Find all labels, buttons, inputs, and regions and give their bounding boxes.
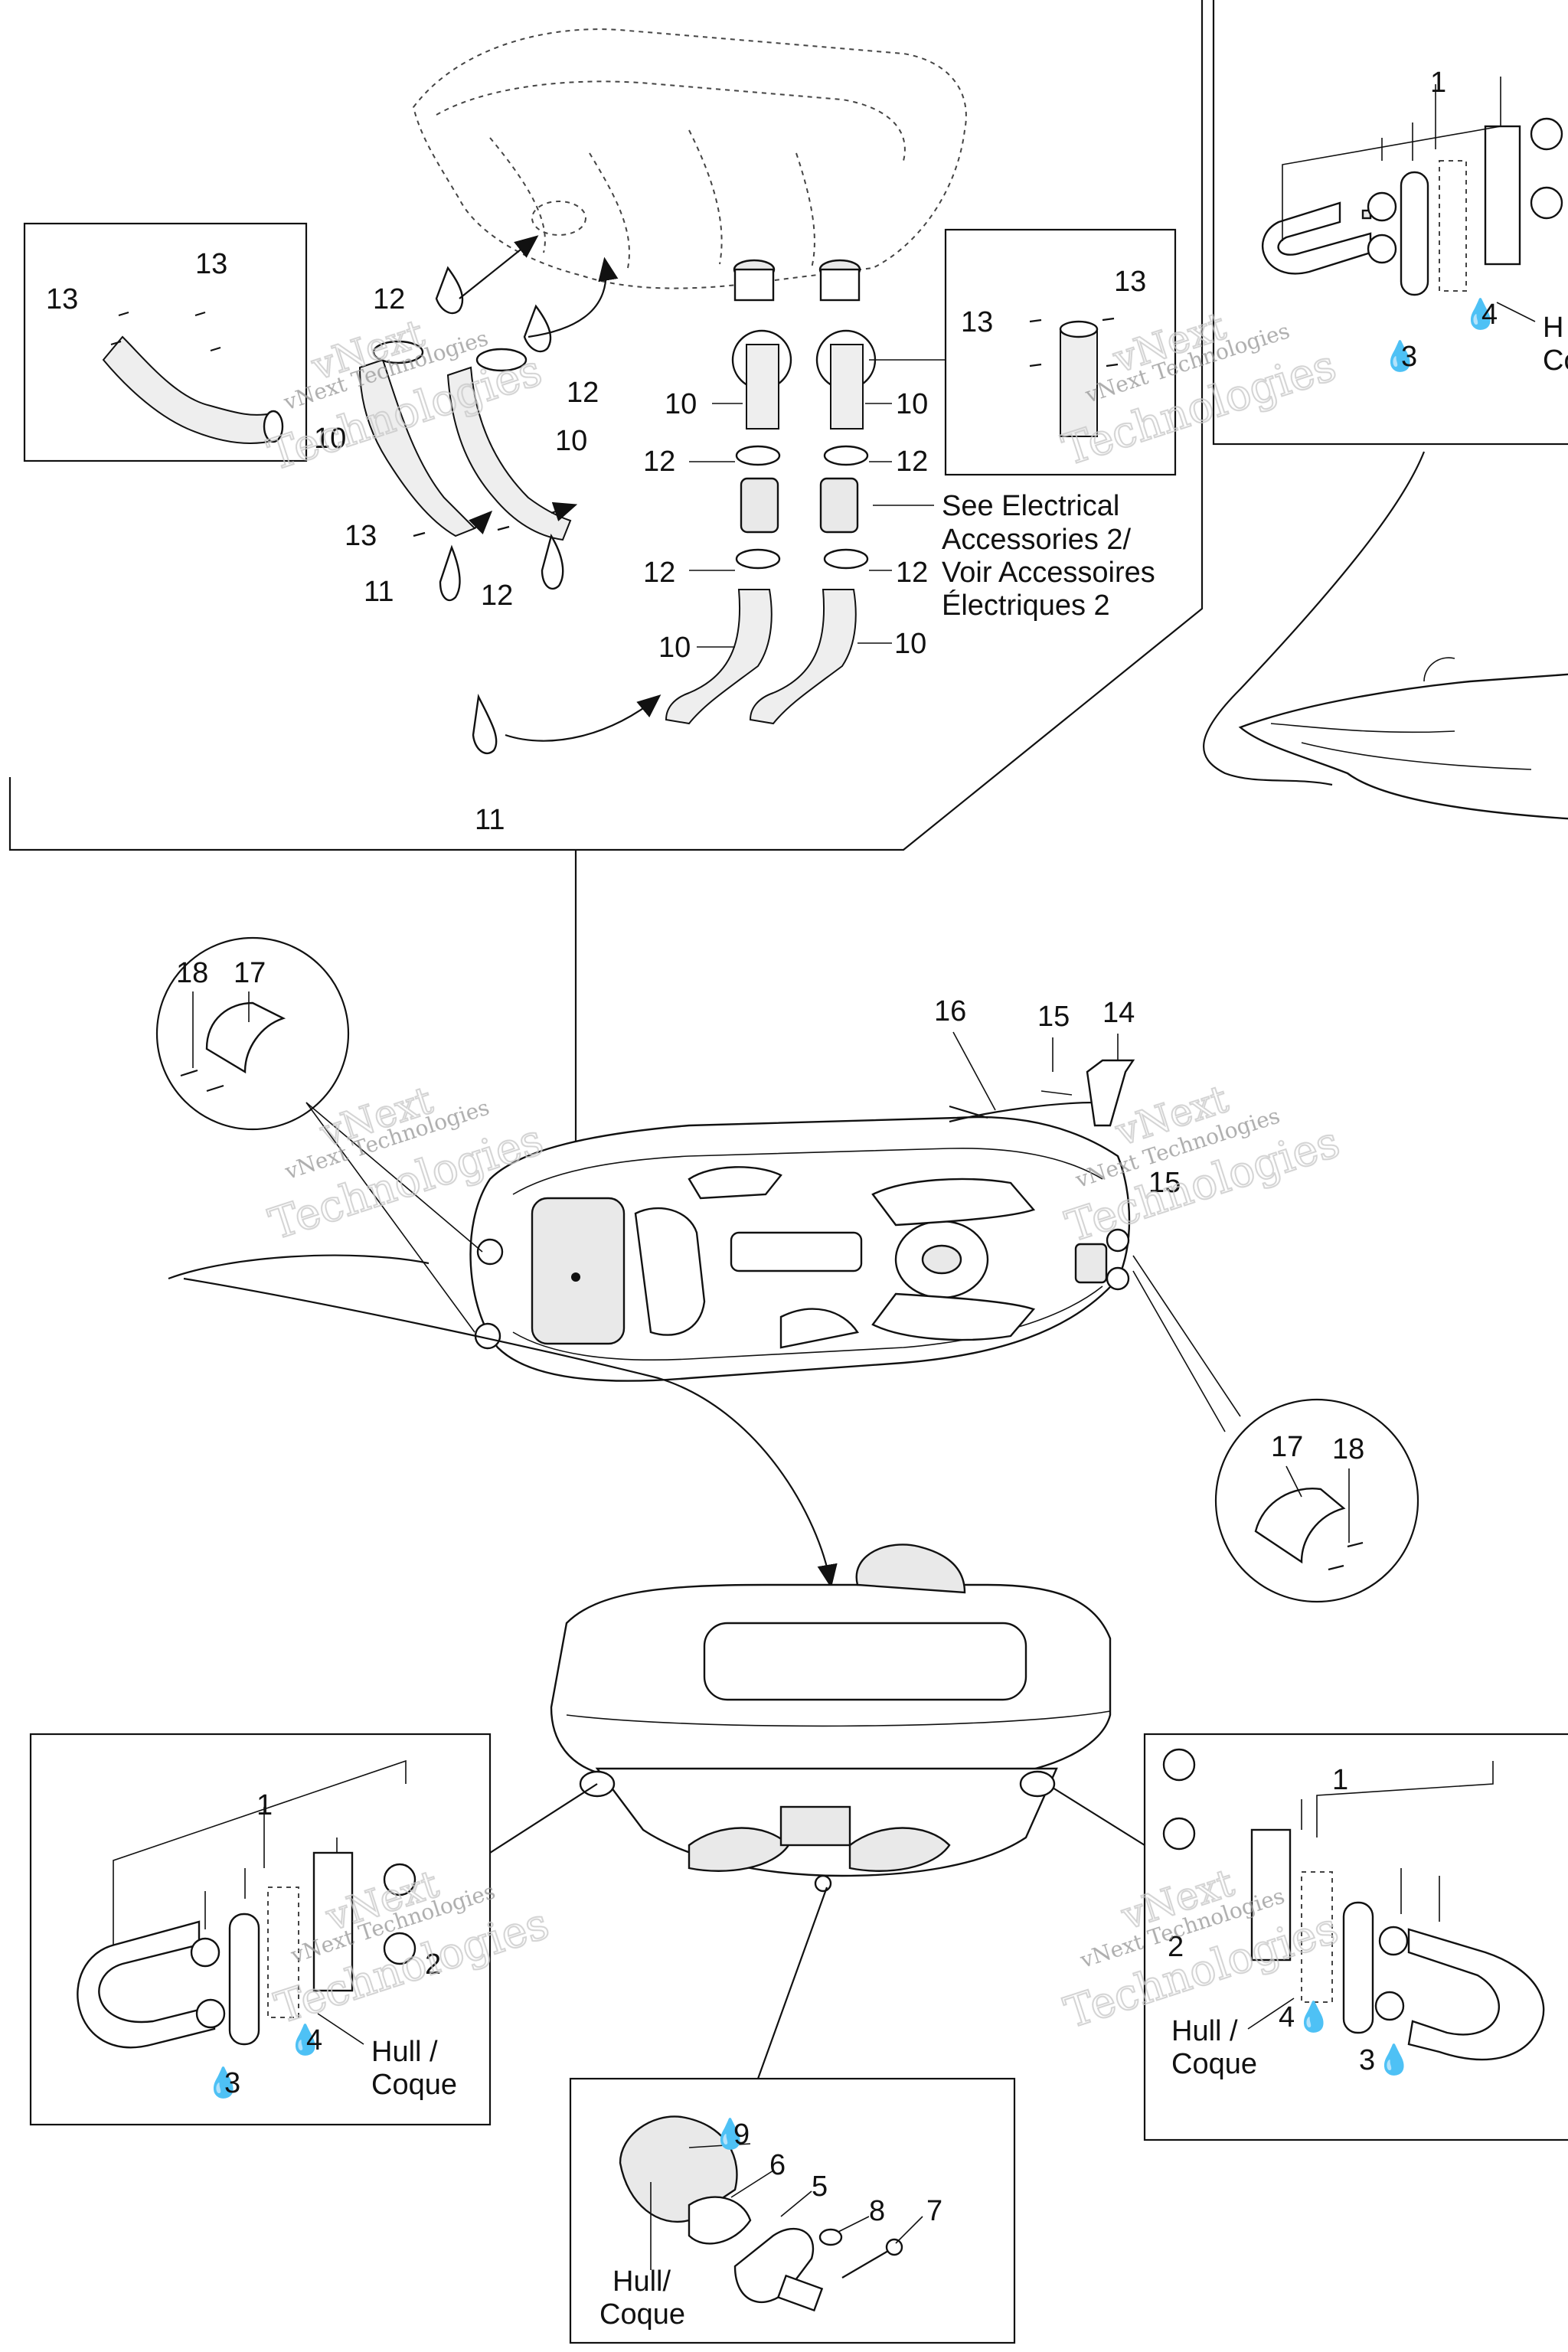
callout-18-a: 18 [176, 957, 208, 989]
inset-box-eye-bottom-left [29, 1733, 492, 2126]
eye-bolt-top-right [1261, 77, 1563, 296]
callout-labels: 13 13 12 12 10 10 13 11 12 11 10 10 12 1… [46, 67, 1568, 2331]
eye-bolt-bottom-left [77, 1759, 416, 2049]
note-coque-drain: Coque [599, 2298, 685, 2331]
callout-3-bottom-right: 3 [1359, 2044, 1375, 2076]
note-see-electrical-3: Voir Accessoires [942, 557, 1155, 589]
callout-17-b: 17 [1271, 1431, 1303, 1463]
note-coque-bottom-left: Coque [371, 2069, 457, 2101]
callout-4-bottom-left: 4 [306, 2024, 322, 2056]
callout-12-b: 12 [567, 377, 599, 409]
hose-10-right [446, 366, 572, 541]
hose-inset-left [102, 335, 277, 445]
drop-3-top-right: 💧 [1382, 339, 1418, 373]
callout-2-bottom-left: 2 [425, 1949, 441, 1981]
callout-15-a: 15 [1037, 1001, 1070, 1033]
drop-9: 💧 [712, 2117, 748, 2151]
drop-4-bottom-left: 💧 [287, 2023, 323, 2056]
callout-4-top-right: 4 [1481, 299, 1498, 331]
eye-bolt-bottom-right [1162, 1748, 1545, 2061]
note-hull-bottom-left: Hull / [371, 2036, 438, 2068]
callout-10-e: 10 [658, 632, 691, 664]
callout-17-a: 17 [234, 957, 266, 989]
hose-10-left [358, 358, 476, 537]
callout-12-g: 12 [896, 557, 928, 589]
callout-12-f: 12 [643, 557, 675, 589]
callout-2-bottom-right: 2 [1168, 1931, 1184, 1963]
note-hull-bottom-right: Hull / [1171, 2015, 1238, 2047]
callout-3-bottom-left: 3 [224, 2067, 240, 2099]
drop-4-bottom-right: 💧 [1295, 2000, 1331, 2034]
note-see-electrical-4: Électriques 2 [942, 589, 1110, 622]
detail-circle-right [1214, 1398, 1419, 1603]
callout-1-bottom-left: 1 [256, 1789, 273, 1821]
callout-13-c: 13 [345, 520, 377, 552]
callout-8: 8 [869, 2195, 885, 2227]
inset-box-hose-left [23, 222, 308, 462]
callout-12-d: 12 [643, 446, 675, 478]
callout-13-a: 13 [46, 283, 78, 315]
inset-box-drain [569, 2077, 1016, 2344]
callout-12-e: 12 [896, 446, 928, 478]
center-hose-stack [574, 329, 946, 1370]
callout-1-bottom-right: 1 [1332, 1764, 1348, 1796]
callout-12-c: 12 [481, 580, 513, 612]
top-left-hoses [102, 235, 662, 755]
storage-bin-dashed [412, 28, 967, 302]
callout-16: 16 [934, 995, 966, 1027]
inset-hose-right [1029, 317, 1119, 437]
callout-13-d: 13 [961, 306, 993, 338]
drain-plug-assembly [619, 2115, 923, 2312]
boat-silhouette [1203, 451, 1568, 820]
callout-11-b: 11 [475, 804, 505, 836]
note-coque-bottom-right: Coque [1171, 2048, 1257, 2080]
inset-frames [8, 0, 1568, 2344]
callout-13-b: 13 [195, 248, 227, 280]
callout-18-b: 18 [1332, 1433, 1364, 1465]
callout-5: 5 [812, 2171, 828, 2203]
callout-15-b: 15 [1148, 1167, 1181, 1199]
drop-3-bottom-right: 💧 [1376, 2043, 1412, 2076]
note-coque-top-right: Co [1543, 345, 1568, 377]
callout-13-e: 13 [1114, 266, 1146, 298]
inset-box-hose-right [944, 228, 1177, 476]
note-hull-drain: Hull/ [612, 2265, 671, 2298]
detail-circle-left [155, 936, 350, 1131]
callout-1-top-right: 1 [1430, 67, 1446, 99]
note-hull-top-right: H [1543, 312, 1563, 344]
callout-11-a: 11 [364, 576, 394, 608]
callout-10-a: 10 [314, 423, 346, 455]
drop-4-top-right: 💧 [1462, 297, 1498, 331]
note-see-electrical-1: See Electrical [942, 490, 1119, 522]
frame-line-top [8, 440, 1204, 851]
callout-4-bottom-right: 4 [1279, 2001, 1295, 2034]
callout-12-a: 12 [373, 283, 405, 315]
callout-10-f: 10 [894, 628, 926, 660]
note-see-electrical-2: Accessories 2/ [942, 524, 1132, 556]
callout-6: 6 [769, 2149, 786, 2181]
callout-14: 14 [1102, 997, 1135, 1029]
watermark-5: vNext vNext Technologies Technologies [269, 1861, 556, 2035]
callout-10-b: 10 [555, 425, 587, 457]
callout-9: 9 [733, 2118, 750, 2151]
drop-3-bottom-left: 💧 [205, 2066, 241, 2099]
callout-3-top-right: 3 [1401, 341, 1417, 373]
inset-box-eye-top-right [1212, 0, 1568, 446]
callout-7: 7 [926, 2195, 942, 2227]
inset-box-eye-bottom-right [1143, 1733, 1568, 2141]
callout-10-d: 10 [896, 388, 928, 420]
callout-10-c: 10 [665, 388, 697, 420]
boat-topview [168, 1059, 1241, 1589]
boat-stern [489, 1544, 1145, 2079]
